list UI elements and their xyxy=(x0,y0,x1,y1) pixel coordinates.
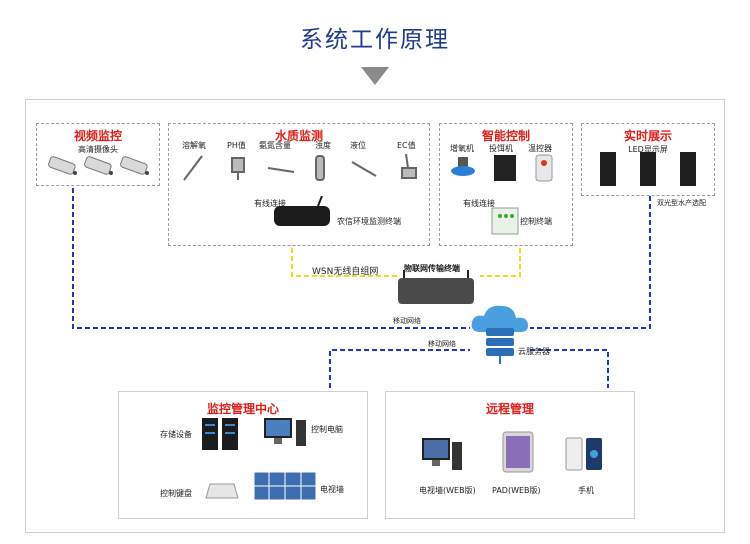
aerator-icon xyxy=(451,157,475,176)
sensor-icons xyxy=(183,153,417,181)
center-title: 监控管理中心 xyxy=(206,402,279,416)
video-title: 视频监控 xyxy=(73,129,122,143)
page-title: 系统工作原理 xyxy=(300,27,450,53)
led-label: LED显示屏 xyxy=(628,145,668,154)
mobile-network-label-1: 移动网络 xyxy=(393,317,421,325)
smart-title: 智能控制 xyxy=(481,129,530,143)
water-title: 水质监测 xyxy=(274,129,323,143)
nh-sensor-icon xyxy=(267,167,295,173)
remote-network-line xyxy=(530,349,609,388)
smart-wired-label: 有线连接 xyxy=(463,199,495,208)
camera-icon xyxy=(48,156,149,175)
keyboard-label: 控制键盘 xyxy=(160,489,192,498)
center-network-line xyxy=(329,349,470,388)
device-feeder-label: 投饵机 xyxy=(489,144,513,153)
water-terminal-label: 农信环境监测终端 xyxy=(337,217,401,226)
sensor-do-label: 溶解氧 xyxy=(182,141,206,150)
remote-pc-label: 电视墙(WEB版) xyxy=(419,486,476,495)
tablet-icon xyxy=(502,431,534,473)
cloud-server-icon xyxy=(471,305,528,364)
thermostat-icon xyxy=(535,154,553,182)
video-monitor-box: 视频监控 高清摄像头 xyxy=(36,123,160,186)
control-pc-icon xyxy=(264,418,306,446)
remote-pad-label: PAD(WEB版) xyxy=(492,486,541,495)
storage-icon xyxy=(202,418,238,450)
desktop-pc-icon xyxy=(422,438,462,470)
display-network-line xyxy=(530,196,651,329)
sensor-turbidity-label: 浊度 xyxy=(315,141,331,150)
tv-wall-label: 电视墙 xyxy=(320,485,344,494)
feeder-icon xyxy=(494,155,516,181)
ph-sensor-icon xyxy=(231,157,245,173)
monitoring-center-box: 监控管理中心 xyxy=(118,391,368,519)
turbidity-sensor-icon xyxy=(315,155,325,181)
outer-frame xyxy=(25,99,725,533)
down-arrow-icon xyxy=(361,67,389,85)
remote-title: 远程管理 xyxy=(485,402,534,416)
wsn-line-right xyxy=(480,248,521,277)
remote-phone-label: 手机 xyxy=(578,486,594,495)
control-device-icons xyxy=(451,154,553,182)
do-sensor-icon xyxy=(183,155,203,181)
level-sensor-icon xyxy=(351,161,377,177)
device-thermostat-label: 温控器 xyxy=(528,144,552,153)
control-terminal-icon xyxy=(491,207,519,235)
wsn-line-left xyxy=(291,248,398,277)
pc-label: 控制电脑 xyxy=(311,425,343,434)
device-aerator-label: 增氧机 xyxy=(450,144,474,153)
wsn-label: WSN无线自组网 xyxy=(312,267,379,277)
mobile-network-label-2: 移动网络 xyxy=(428,340,456,348)
smartphone-icon xyxy=(565,437,602,471)
storage-label: 存储设备 xyxy=(160,430,192,439)
gateway-label: 物联网传输终端 xyxy=(404,264,460,273)
keyboard-icon xyxy=(205,483,239,499)
sensor-level-label: 液位 xyxy=(350,141,366,150)
sensor-ec-label: EC值 xyxy=(397,141,416,150)
sensor-nh-label: 氨氮含量 xyxy=(259,141,291,150)
monitor-terminal-icon xyxy=(274,196,330,226)
sensor-ph-label: PH值 xyxy=(227,141,246,150)
display-caption: 双光型水产选配 xyxy=(657,199,706,207)
display-title: 实时展示 xyxy=(623,129,672,143)
smart-terminal-label: 控制终端 xyxy=(520,217,552,226)
video-network-line xyxy=(72,188,470,329)
gateway-icon xyxy=(398,270,474,304)
camera-label: 高清摄像头 xyxy=(78,145,118,154)
water-wired-label: 有线连接 xyxy=(254,199,286,208)
tv-wall-icon xyxy=(254,472,316,501)
ec-sensor-icon xyxy=(401,167,417,179)
cloud-label: 云服务器 xyxy=(518,347,550,356)
led-screen-icon xyxy=(600,152,696,186)
